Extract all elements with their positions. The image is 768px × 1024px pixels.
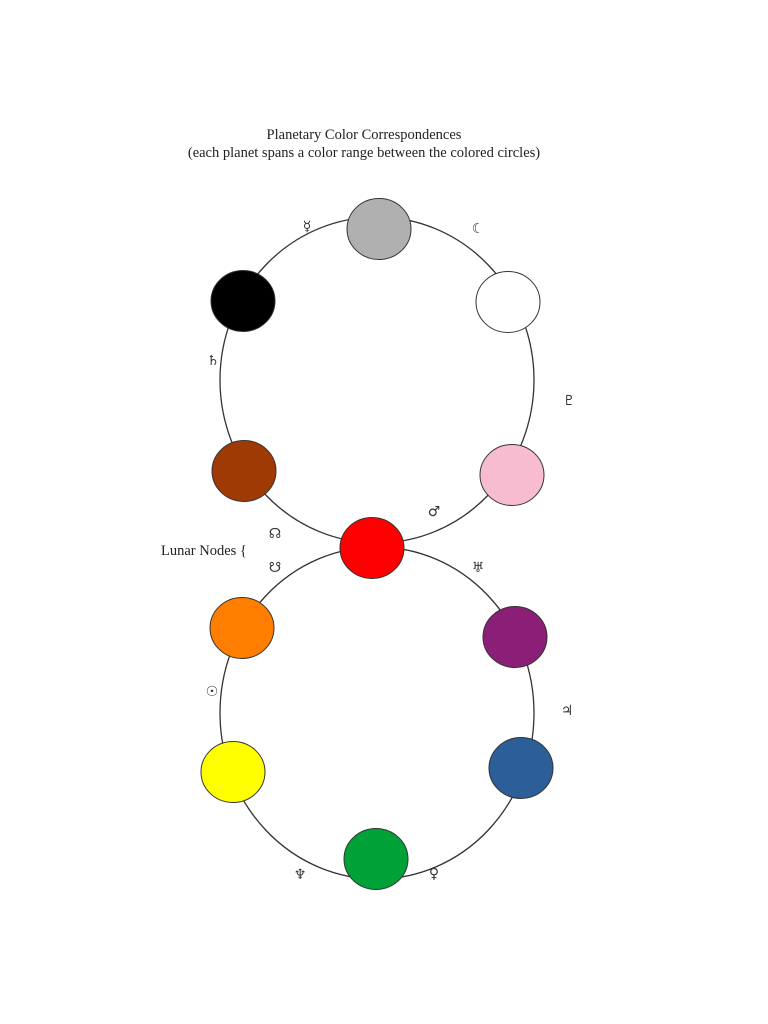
upper-ring-black-circle bbox=[210, 270, 276, 332]
lower-ring-blue-circle bbox=[488, 737, 554, 799]
upper-ring-gray-circle bbox=[346, 198, 412, 260]
mars-symbol-icon: ♂ bbox=[428, 504, 441, 520]
lower-ring-purple-circle bbox=[482, 606, 548, 668]
moon-symbol-icon: ☾ bbox=[472, 221, 485, 237]
lower-ring-green-circle bbox=[343, 828, 409, 890]
ascending-node-symbol-icon: ☊ bbox=[269, 526, 281, 542]
sun-symbol-icon: ☉ bbox=[206, 684, 219, 700]
upper-ring-pink-circle bbox=[479, 444, 545, 506]
upper-ring-white-circle bbox=[475, 271, 541, 333]
upper-ring-brown-circle bbox=[211, 440, 277, 502]
saturn-symbol-icon: ♄ bbox=[207, 353, 220, 369]
pluto-symbol-icon: ♇ bbox=[563, 393, 576, 409]
title-line-2: (each planet spans a color range between… bbox=[187, 145, 541, 161]
descending-node-symbol-icon: ☋ bbox=[269, 560, 281, 576]
mercury-symbol-icon: ☿ bbox=[303, 219, 312, 235]
jupiter-symbol-icon: ♃ bbox=[561, 703, 574, 719]
lower-ring-orange-circle bbox=[209, 597, 275, 659]
neptune-symbol-icon: ♆ bbox=[294, 867, 307, 883]
uranus-symbol-icon: ♅ bbox=[472, 560, 485, 576]
venus-symbol-icon: ♀ bbox=[429, 866, 439, 882]
lower-ring-yellow-circle bbox=[200, 741, 266, 803]
planet-symbols: ☿ ☾ ♇ ♂ ☊ ♄ ♅ ♃ ♀ ♆ ☉ ☋ bbox=[206, 219, 576, 883]
diagram-title: Planetary Color Correspondences (each pl… bbox=[0, 126, 728, 162]
lunar-nodes-label: Lunar Nodes { bbox=[161, 543, 247, 559]
color-circles bbox=[200, 198, 554, 890]
upper-ring-red-circle bbox=[339, 517, 405, 579]
title-line-1: Planetary Color Correspondences bbox=[266, 127, 462, 143]
